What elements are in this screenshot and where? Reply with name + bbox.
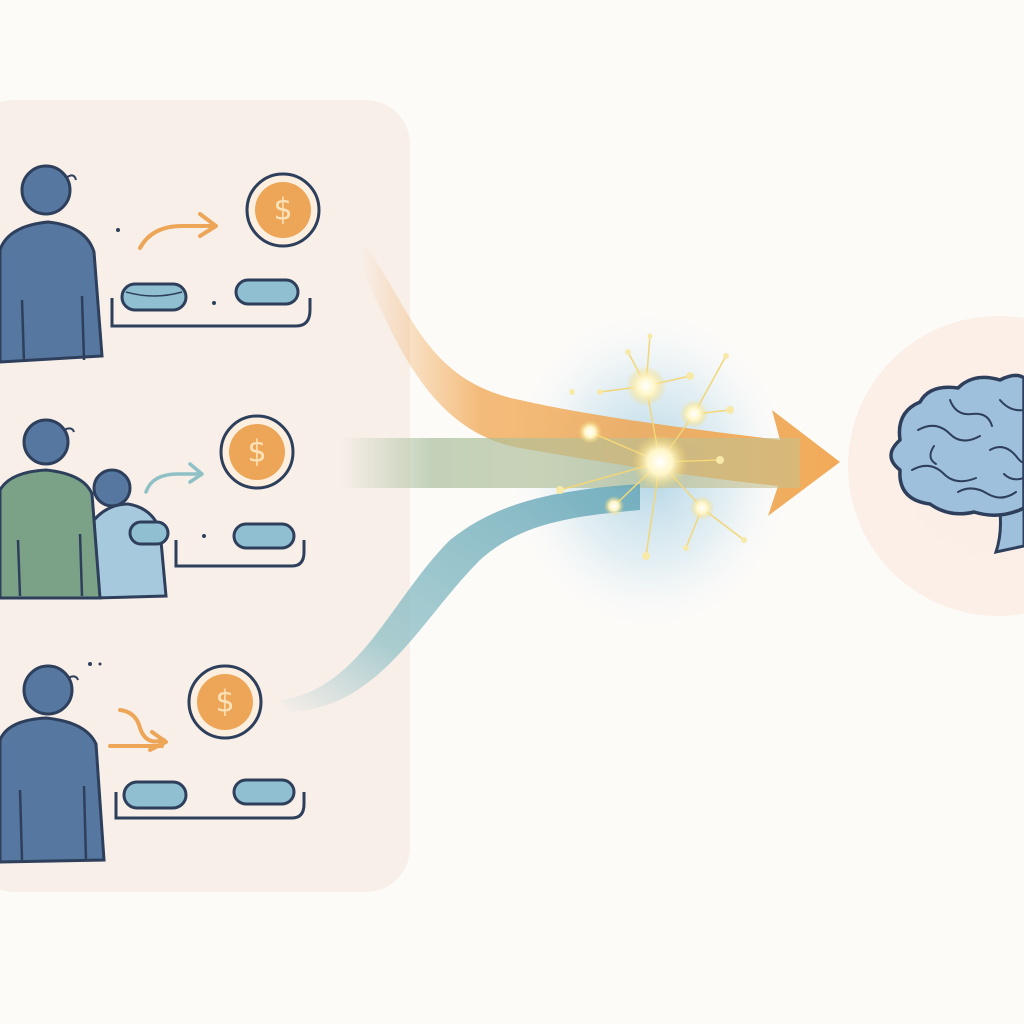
person-icon — [0, 664, 106, 864]
coin-icon: $ — [187, 664, 263, 740]
coin-icon: $ — [219, 414, 295, 490]
scenario-pair: $ — [0, 414, 306, 600]
scenario-individual-2: $ — [0, 662, 306, 864]
arrow-icon — [118, 708, 166, 744]
coin-symbol: $ — [247, 435, 266, 470]
platform-track — [110, 278, 312, 328]
arrow-icon — [144, 472, 202, 494]
network-burst-icon — [556, 333, 747, 560]
person-icon — [0, 418, 102, 600]
token-disc — [122, 780, 188, 810]
token-disc — [120, 282, 188, 312]
token-disc — [234, 278, 300, 306]
flow-green — [340, 438, 800, 488]
token-disc — [232, 522, 296, 550]
platform-track — [114, 778, 306, 820]
coin-symbol: $ — [273, 193, 292, 228]
scenario-individual-1: $ — [0, 164, 321, 364]
person-icon — [0, 164, 104, 364]
token-disc — [128, 520, 170, 546]
coin-icon: $ — [245, 172, 321, 248]
flow-teal — [280, 484, 640, 712]
arrow-icon — [138, 224, 214, 250]
brain-icon — [889, 373, 1024, 555]
coin-symbol: $ — [215, 685, 234, 720]
token-disc — [232, 778, 296, 806]
platform-track — [128, 520, 306, 568]
